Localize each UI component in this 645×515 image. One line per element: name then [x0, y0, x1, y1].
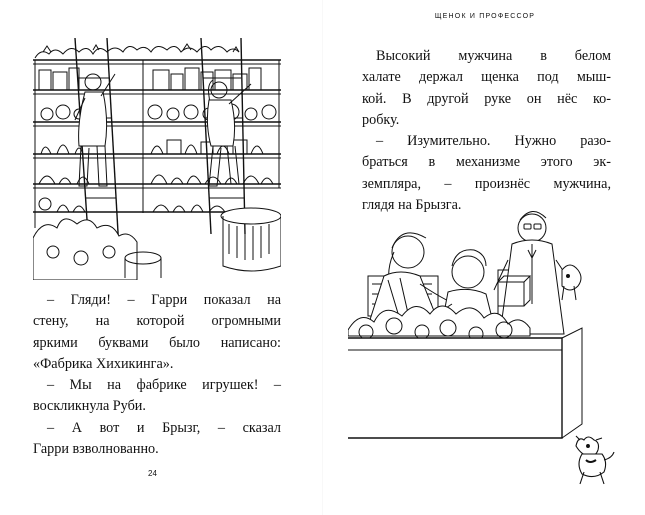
text-line: робку. — [362, 111, 400, 128]
text-line: Гарри взволнованно. — [33, 441, 159, 458]
text-line: «Фабрика Хихикинга». — [33, 355, 174, 372]
dog-vignette — [566, 434, 616, 490]
text-line: земпляра, – произнёс мужчина, — [362, 175, 611, 192]
page-number: 24 — [148, 469, 157, 478]
text-line: кой. В другой руке он нёс ко- — [362, 90, 611, 107]
text-line: яркими буквами было написано: — [33, 334, 281, 351]
paragraph-2: – Мы на фабрике игрушек! – воскликнула Р… — [33, 375, 281, 418]
text-line: Высокий мужчина в белом — [376, 48, 611, 64]
text-line: – Мы на фабрике игрушек! – — [47, 377, 281, 394]
paragraph-2: – Изумительно. Нужно разо- браться в мех… — [362, 131, 611, 216]
left-page-text: – Гляди! – Гарри показал на стену, на ко… — [33, 290, 281, 460]
paragraph-3: – А вот и Брызг, – сказал Гарри взволнов… — [33, 418, 281, 461]
text-line: глядя на Брызга. — [362, 197, 462, 214]
kids-and-professor-illustration — [348, 200, 596, 440]
text-line: халате держал щенка под мыш- — [362, 69, 611, 86]
toy-shelves-illustration — [33, 38, 281, 280]
text-line: стену, на которой огромными — [33, 313, 281, 330]
text-line: – Гляди! – Гарри показал на — [47, 292, 281, 308]
text-line: браться в механизме этого эк- — [362, 154, 611, 171]
paragraph-1: – Гляди! – Гарри показал на стену, на ко… — [33, 290, 281, 375]
right-page-text: Высокий мужчина в белом халате держал ще… — [362, 46, 611, 216]
text-line: воскликнула Руби. — [33, 398, 146, 415]
page-gutter — [322, 0, 323, 515]
text-line: – А вот и Брызг, – сказал — [47, 419, 281, 436]
text-line: – Изумительно. Нужно разо- — [376, 133, 611, 150]
running-head: ЩЕНОК И ПРОФЕССОР — [434, 13, 536, 20]
paragraph-1: Высокий мужчина в белом халате держал ще… — [362, 46, 611, 131]
